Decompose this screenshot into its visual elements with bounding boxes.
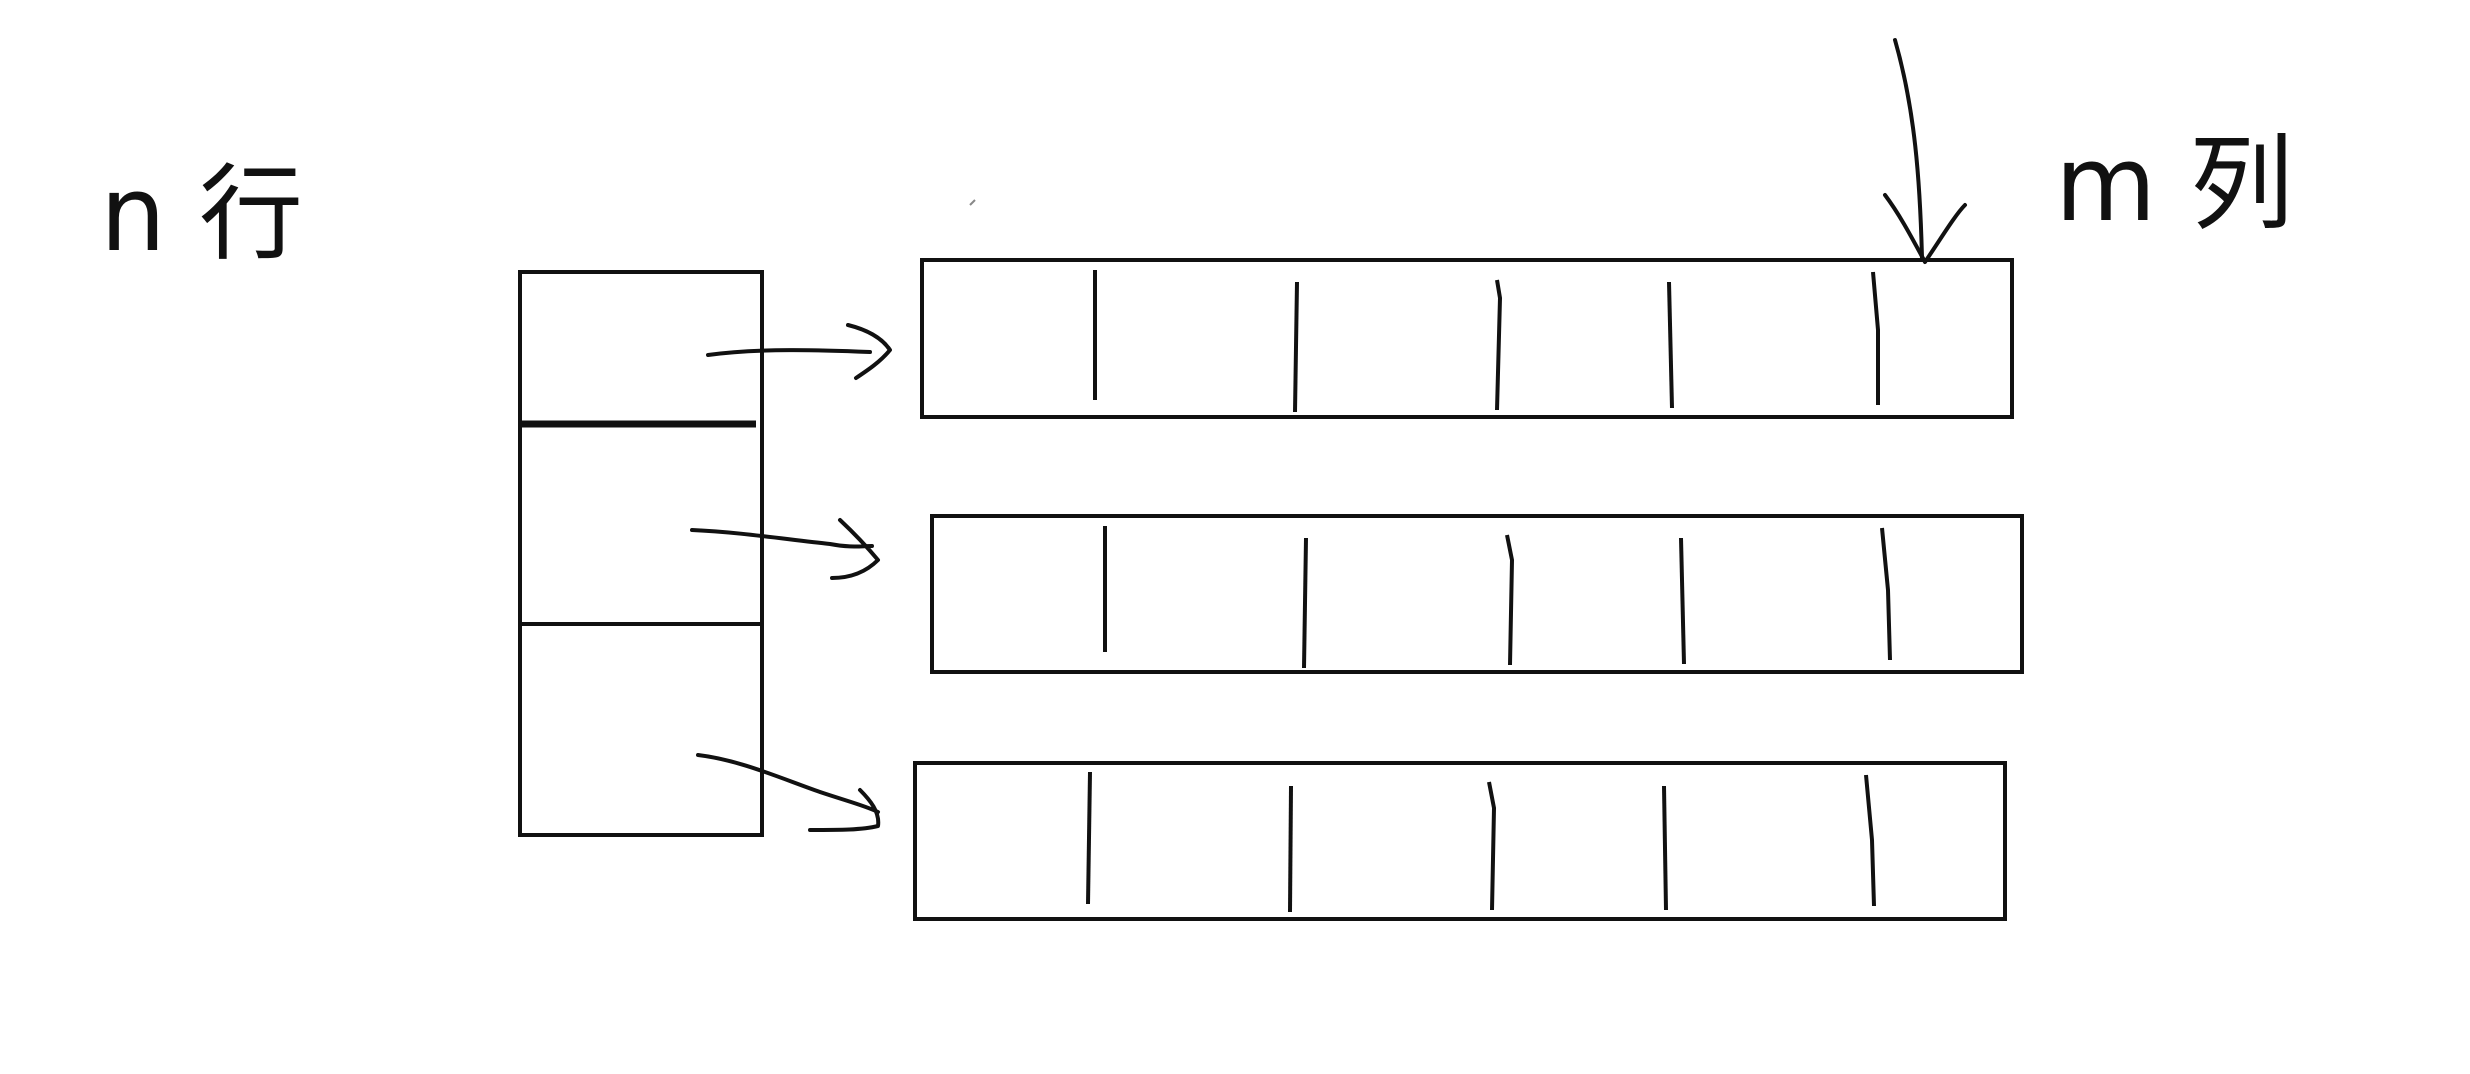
column-divider — [1880, 527, 1892, 661]
column-divider — [1679, 537, 1686, 665]
column-divider — [1302, 537, 1308, 669]
row-array-outline — [920, 258, 2014, 419]
rows-label: n 行 — [100, 153, 303, 275]
stray-mark — [969, 199, 976, 206]
column-divider — [1086, 771, 1092, 905]
row-array — [920, 258, 2014, 419]
column-indicator-arrow — [1883, 38, 1967, 264]
column-divider — [1505, 534, 1515, 666]
column-divider — [1487, 781, 1497, 911]
column-divider — [1667, 281, 1674, 409]
column-divider — [1293, 281, 1299, 413]
pointer-array — [518, 270, 764, 837]
arrow — [696, 753, 881, 832]
cols-label: m 列 — [2055, 123, 2293, 245]
row-array-outline — [930, 514, 2024, 674]
row-array — [913, 761, 2007, 921]
arrow — [706, 323, 892, 380]
pointer-array-outline — [518, 270, 764, 837]
column-divider — [1662, 785, 1668, 911]
column-divider — [1864, 774, 1876, 907]
pointer-arrows — [690, 323, 892, 832]
column-divider — [1288, 785, 1293, 913]
arrow — [690, 518, 880, 580]
column-divider — [1871, 271, 1880, 405]
arrow-shaft — [1893, 38, 1924, 260]
row-array — [930, 514, 2024, 674]
row-array-outline — [913, 761, 2007, 921]
column-divider — [1495, 279, 1503, 411]
arrow-head — [1883, 193, 1967, 264]
